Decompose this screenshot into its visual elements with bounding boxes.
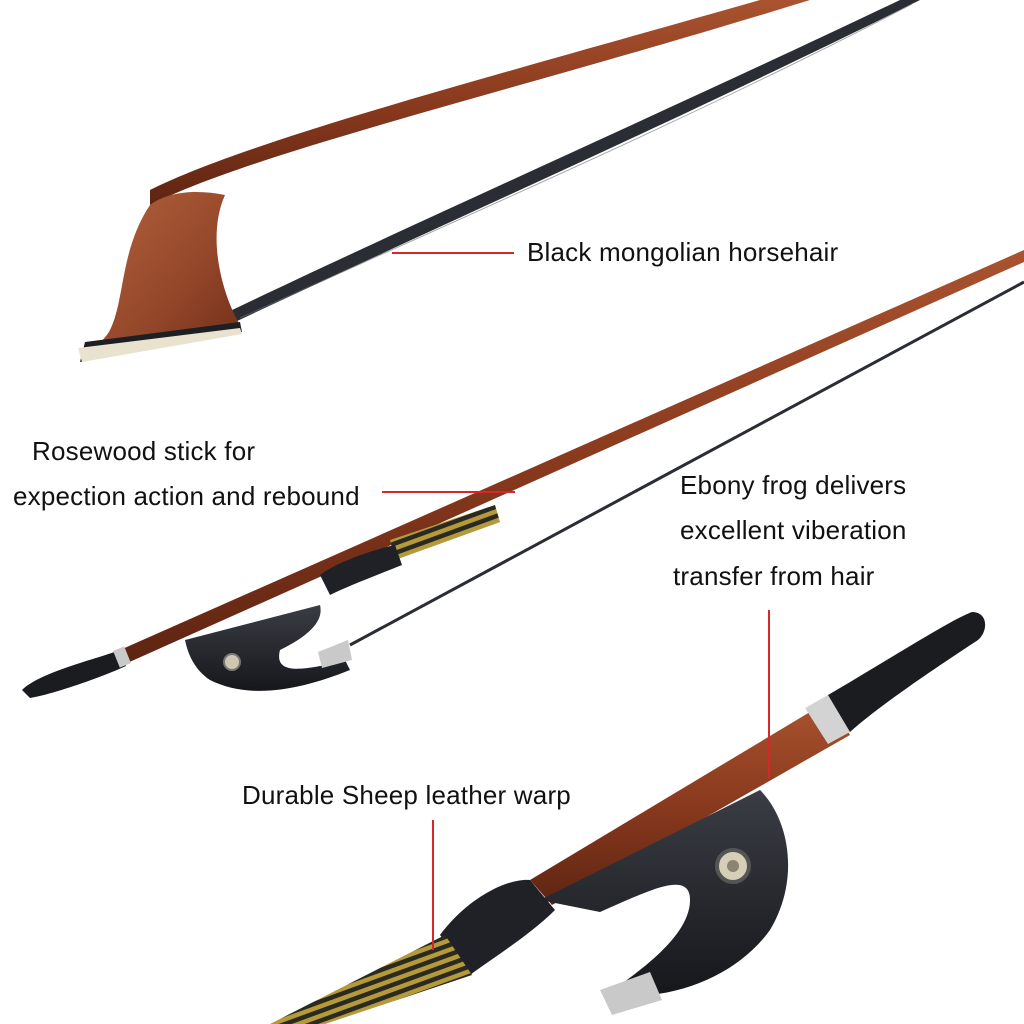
bow-full-view [22,250,1024,698]
callout-ebony-line2: excellent viberation [680,515,907,545]
leather-grip-middle [320,545,402,595]
ebony-frog-lower [540,790,789,995]
leather-grip-lower [440,879,555,975]
ebony-button [828,612,986,732]
leader-lines [382,252,770,950]
callout-leather: Durable Sheep leather warp [242,780,571,810]
horsehair-ribbon [228,0,920,322]
bow-head [95,192,240,352]
bow-frog-view [270,612,986,1024]
ebony-frog-middle [185,605,350,691]
winding-lower [270,935,472,1024]
rosewood-stick-middle [120,250,1024,664]
callout-horsehair: Black mongolian horsehair [527,237,839,267]
frog-eye-middle [223,653,241,671]
callout-ebony-line3: transfer from hair [673,561,875,591]
callout-rosewood-line2: expection action and rebound [13,481,360,511]
metal-ring [805,695,850,744]
button-middle [22,650,126,698]
bow-head-view [78,0,920,362]
ivory-tip [78,328,242,362]
winding-middle [390,505,500,560]
rosewood-stick-upper [150,0,810,205]
callout-rosewood-line1: Rosewood stick for [32,436,256,466]
callout-ebony-line1: Ebony frog delivers [680,470,907,500]
horsehair-line [349,280,1024,647]
